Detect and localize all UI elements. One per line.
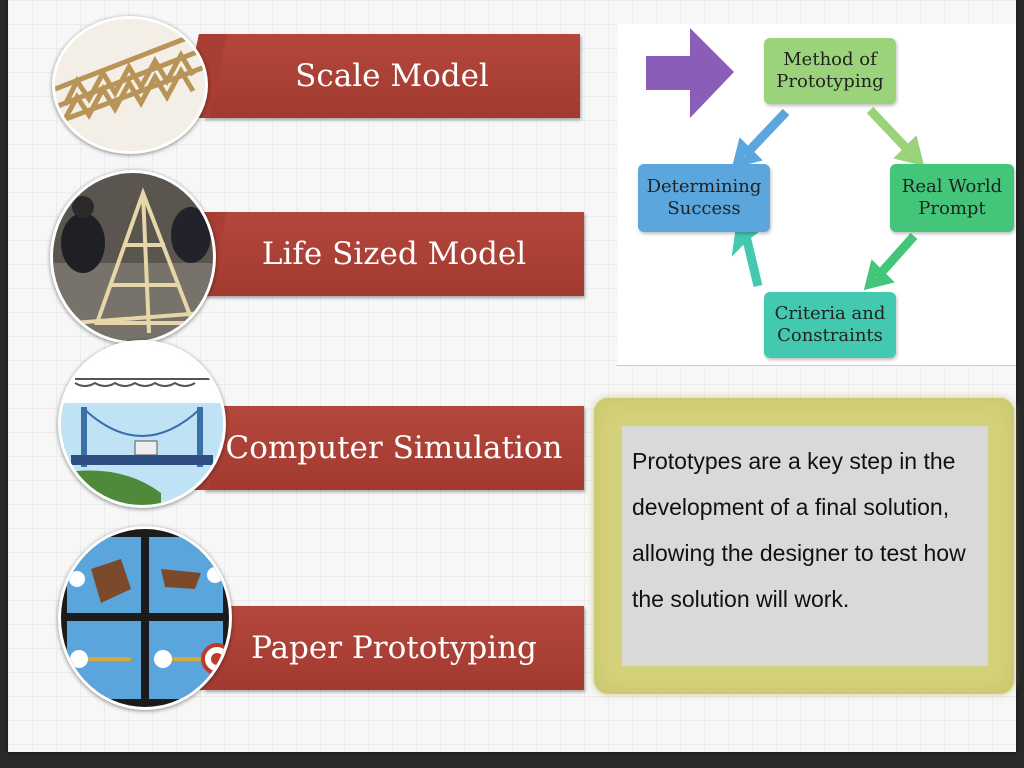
method-banner-paper-prototyping: Paper Prototyping [204, 606, 584, 690]
callout-text: Prototypes are a key step in the develop… [632, 448, 966, 612]
cycle-node-method-of-prototyping: Method of Prototyping [764, 38, 896, 104]
paper-prototyping-image [58, 526, 232, 710]
method-label: Paper Prototyping [251, 630, 537, 666]
computer-simulation-image [58, 340, 226, 508]
method-banner-life-sized-model: Life Sized Model [204, 212, 584, 296]
slide: Scale Model Life Sized Model [8, 0, 1016, 752]
cycle-node-real-world-prompt: Real World Prompt [890, 164, 1014, 232]
cycle-node-criteria-and-constraints: Criteria and Constraints [764, 292, 896, 358]
method-label: Computer Simulation [225, 430, 563, 466]
cycle-node-determining-success: Determining Success [638, 164, 770, 232]
method-label: Life Sized Model [261, 236, 527, 272]
method-banner-scale-model: Scale Model [204, 34, 580, 118]
scale-model-image [52, 16, 208, 154]
life-sized-model-image [50, 170, 216, 344]
callout-box: Prototypes are a key step in the develop… [622, 426, 988, 666]
method-label: Scale Model [295, 58, 489, 94]
prototyping-cycle-diagram: Method of Prototyping Real World Prompt … [618, 24, 1016, 366]
method-banner-computer-simulation: Computer Simulation [204, 406, 584, 490]
divider [616, 365, 1016, 366]
